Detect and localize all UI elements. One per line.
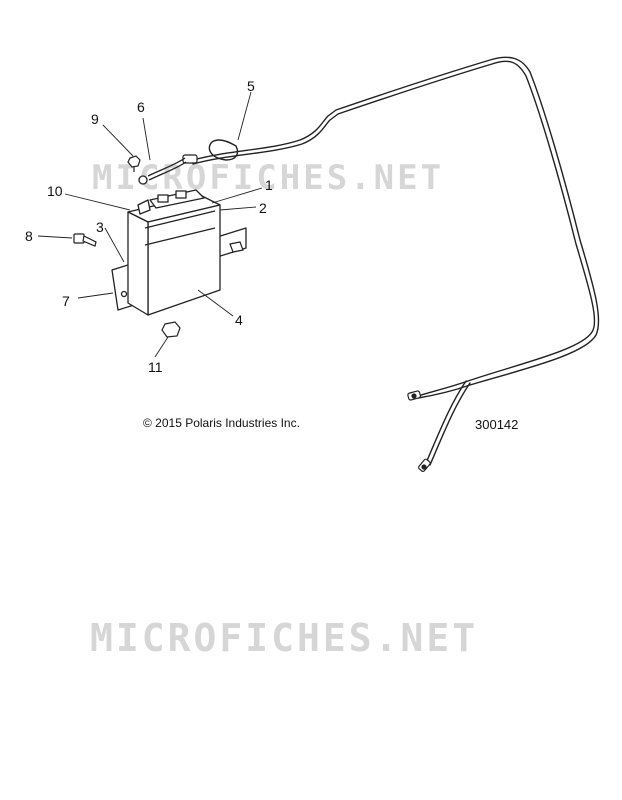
ecu-module (127, 189, 221, 316)
ground-wire (138, 157, 187, 185)
leader-lines (37, 91, 263, 358)
antenna-cable (192, 56, 600, 466)
watermark-top: MICROFICHES.NET (92, 158, 445, 198)
callout-5: 5 (247, 78, 255, 94)
callout-10: 10 (47, 183, 63, 199)
callout-7: 7 (62, 293, 70, 309)
bolt-8 (73, 233, 97, 247)
callout-8: 8 (25, 228, 33, 244)
callout-6: 6 (137, 99, 145, 115)
nut-11 (161, 321, 181, 338)
copyright-notice: © 2015 Polaris Industries Inc. (143, 416, 300, 430)
callout-3: 3 (96, 219, 104, 235)
callout-11: 11 (148, 359, 163, 375)
watermark-bottom: MICROFICHES.NET (90, 616, 479, 660)
callout-4: 4 (235, 312, 243, 328)
callout-1: 1 (265, 177, 273, 193)
callout-2: 2 (259, 200, 267, 216)
side-stud (229, 241, 244, 253)
cable-terminals (182, 154, 431, 472)
diagram-id: 300142 (475, 417, 519, 432)
nut-9 (127, 155, 141, 172)
callout-9: 9 (91, 111, 99, 127)
